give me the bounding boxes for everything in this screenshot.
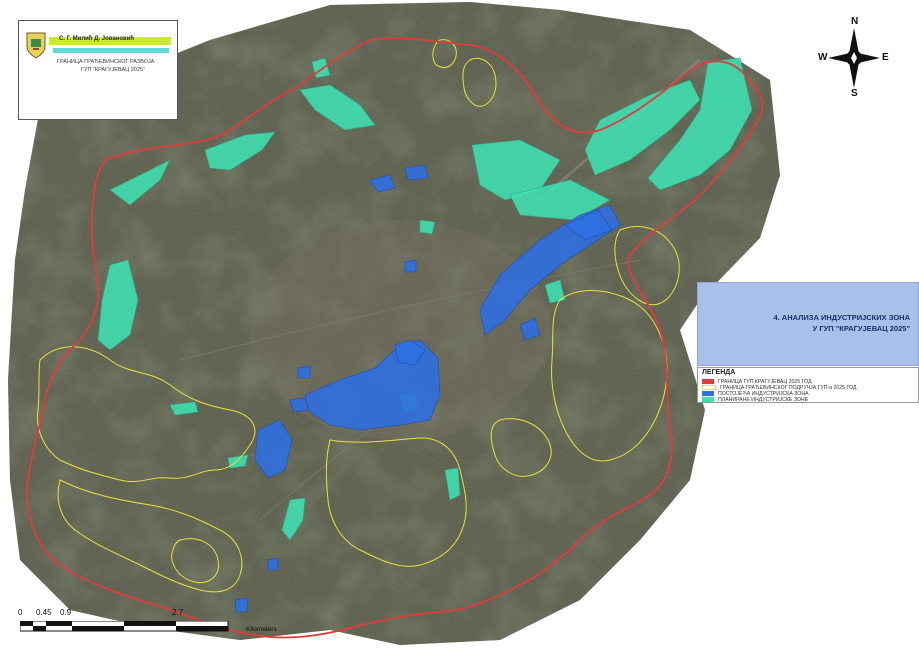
planned-zone	[419, 219, 436, 235]
logo-caption: ГРАНИЦА ГРАЂЕВИНСКОГ РАЗВОЈА	[57, 59, 155, 65]
compass-rose-icon	[828, 28, 880, 88]
north-arrow: N S E W	[818, 16, 890, 100]
planned-zone	[584, 79, 701, 176]
north-label: N	[851, 16, 859, 27]
legend-swatch	[702, 397, 714, 402]
east-label: E	[882, 52, 889, 63]
map-subtitle: У ГУП "КРАГУЈЕВАЦ 2025"	[812, 324, 910, 333]
existing-zone	[289, 397, 309, 413]
legend-item: ГРАНИЦА ГУП КРАГУЈЕВАЦ 2025 ГОД	[702, 378, 812, 385]
legend: ЛЕГЕНДА ГРАНИЦА ГУП КРАГУЈЕВАЦ 2025 ГОД …	[697, 367, 919, 403]
existing-zone	[394, 339, 426, 366]
legend-swatch	[702, 391, 714, 396]
planned-zone	[97, 259, 139, 351]
existing-zone	[267, 557, 279, 571]
planned-zone	[299, 84, 376, 131]
map-title-panel: 4. АНАЛИЗА ИНДУСТРИЈСКИХ ЗОНА У ГУП "КРА…	[697, 282, 919, 366]
logo-author: С. Г. Милић Д. Јовановић	[59, 36, 135, 42]
legend-item: ПОСТОЈЕЋА ИНДУСТРИЈСКА ЗОНА	[702, 390, 809, 397]
logo-subcaption: ГУП "КРАГУЈЕВАЦ 2025"	[81, 67, 145, 73]
scale-label: 2.7	[172, 608, 184, 617]
existing-zone	[297, 365, 311, 379]
legend-label: ПОСТОЈЕЋА ИНДУСТРИЈСКА ЗОНА	[718, 390, 809, 397]
existing-zone	[254, 419, 293, 479]
legend-item: ГРАНИЦА ГРАЂЕВИНСКОГ ПОДРУЧЈА ГУП-а 2025…	[702, 384, 856, 391]
map-title: 4. АНАЛИЗА ИНДУСТРИЈСКИХ ЗОНА	[773, 313, 910, 322]
existing-zone	[234, 597, 249, 613]
legend-item: ПЛАНИРАНЕ ИНДУСТРИЈСКЕ ЗОНЕ	[702, 396, 808, 403]
planned-zone	[281, 497, 306, 541]
scale-unit: Kilometers	[246, 626, 277, 633]
planned-zone	[647, 57, 753, 191]
logo-panel: С. Г. Милић Д. Јовановић ГРАНИЦА ГРАЂЕВИ…	[18, 20, 178, 120]
logo-stripe	[53, 48, 169, 53]
south-label: S	[851, 88, 858, 99]
legend-label: ГРАНИЦА ГРАЂЕВИНСКОГ ПОДРУЧЈА ГУП-а 2025…	[720, 384, 857, 391]
scale-label: 0.45	[36, 608, 52, 617]
legend-label: ПЛАНИРАНЕ ИНДУСТРИЈСКЕ ЗОНЕ	[718, 396, 809, 403]
west-label: W	[818, 52, 828, 63]
planned-zone	[204, 131, 276, 171]
existing-zone	[369, 174, 396, 193]
existing-industrial-zones	[234, 164, 621, 613]
scale-bar-graphic	[20, 621, 229, 632]
existing-zone	[404, 259, 417, 273]
legend-label: ГРАНИЦА ГУП КРАГУЈЕВАЦ 2025 ГОД	[718, 378, 812, 385]
legend-title: ЛЕГЕНДА	[702, 369, 736, 376]
existing-zone	[564, 209, 613, 241]
planned-zone	[109, 159, 171, 206]
scale-bar: 0 0.45 0.9 2.7 Kilometers	[18, 608, 277, 638]
existing-zone	[404, 164, 429, 181]
legend-swatch	[702, 379, 714, 384]
logo-bar	[49, 37, 171, 45]
existing-zone	[519, 317, 541, 341]
gup-boundary	[26, 37, 764, 639]
planned-industrial-zones	[97, 57, 753, 541]
planned-zone	[444, 467, 461, 501]
planned-zone	[544, 279, 566, 304]
planned-zone	[509, 179, 611, 221]
planned-zone	[169, 401, 199, 416]
scale-label: 0.9	[60, 608, 72, 617]
scale-label: 0	[18, 608, 23, 617]
legend-swatch	[702, 385, 716, 390]
city-emblem-icon	[26, 32, 46, 59]
